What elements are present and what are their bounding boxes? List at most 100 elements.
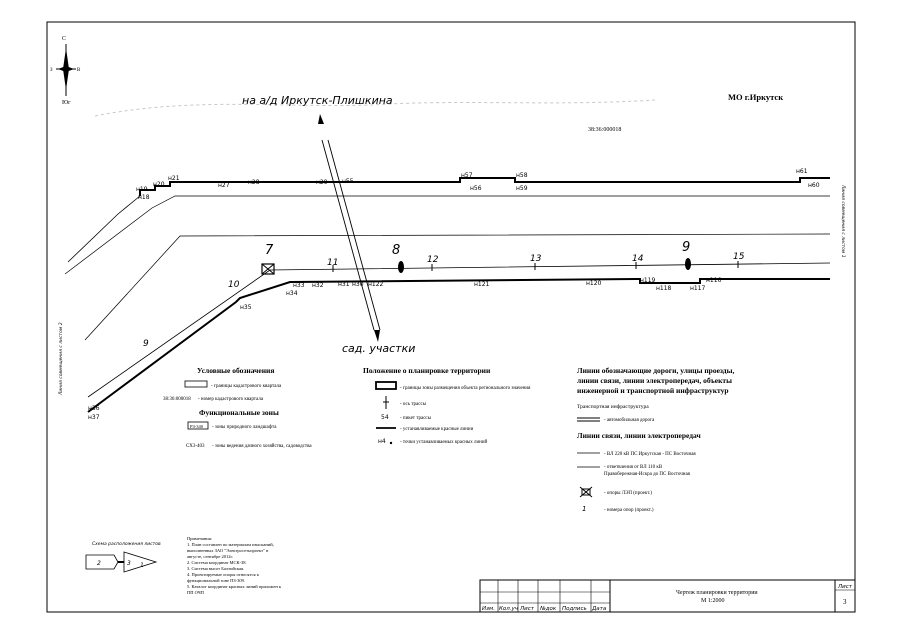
point-label: н35 xyxy=(240,304,252,311)
point-label: н55 xyxy=(342,178,354,185)
side-label-right: Линия совмещения с листом 1 xyxy=(840,184,846,258)
sheet-scheme: Схема расположения листов 2 3 1 xyxy=(85,541,161,573)
zones-title: Функциональные зоны xyxy=(199,408,279,417)
zone-code: СХ3-403 xyxy=(186,444,205,449)
notes: Примечания: 1. План составлен по материа… xyxy=(187,536,282,595)
point-label: н28 xyxy=(248,179,260,186)
legend-title: Линии обозначающие дороги, улицы проезды… xyxy=(577,366,736,395)
axis-line xyxy=(87,262,831,398)
legend-item: - номера опор (проект.) xyxy=(604,508,654,513)
point-label: н20 xyxy=(153,181,165,188)
point-label: н117 xyxy=(690,285,706,292)
zone-text: - зоны ведения дачного хозяйства, садово… xyxy=(212,444,312,449)
point-label: н120 xyxy=(586,280,602,287)
stamp-header: №док xyxy=(539,606,557,612)
compass-s: Юг xyxy=(62,100,71,106)
legend-title: Условные обозначения xyxy=(197,366,274,375)
road-label: на а/д Иркутск-Плишкина xyxy=(242,94,393,107)
legend-item: - точки устанавливаемых красных линий xyxy=(400,440,488,445)
point-label: н27 xyxy=(218,182,230,189)
legend-mid: Положение о планировке территории - гран… xyxy=(363,366,531,445)
drawing-frame xyxy=(46,21,856,613)
boundary-upper xyxy=(64,195,830,275)
picket-label: 13 xyxy=(530,254,542,264)
compass-e: В xyxy=(77,68,81,73)
legend-item: - пикет трассы xyxy=(400,416,432,421)
legend-left: Условные обозначения - границы кадастров… xyxy=(163,366,312,449)
pole-legend-icon xyxy=(579,486,593,498)
legend-item: - границы кадастрового квартала xyxy=(211,384,282,389)
point-label: н37 xyxy=(88,414,100,421)
pole-number: 7 xyxy=(265,243,274,258)
point-label: н61 xyxy=(796,168,808,175)
legend-item: - опоры ЛЭП (проект.) xyxy=(604,491,652,496)
dacha-label: сад. участки xyxy=(342,342,415,355)
map-title: МО г.Иркутск xyxy=(728,92,783,102)
picket-label: 11 xyxy=(327,258,338,268)
legend-item: - ось трассы xyxy=(400,402,427,407)
power-line-a xyxy=(321,139,375,331)
point-label: н116 xyxy=(706,277,722,284)
stamp-title: Чертеж планировки территории xyxy=(676,590,758,596)
pole-icon xyxy=(261,263,275,275)
legend-item: - автомобильная дорога xyxy=(604,418,655,423)
pole-number: 9 xyxy=(682,240,690,255)
stamp-header: Кол.уч xyxy=(499,606,519,612)
point-label: н122 xyxy=(368,281,384,288)
picket-label: 15 xyxy=(733,252,745,262)
legend-code: н4 xyxy=(378,438,386,445)
stamp-scale: М 1:2000 xyxy=(701,598,725,604)
legend-title: Положение о планировке территории xyxy=(363,366,491,375)
title-block: Изм. Кол.уч Лист №док Подпись Дата Черте… xyxy=(479,579,856,613)
left-edge-line xyxy=(67,195,141,263)
point-label: н29 xyxy=(316,179,328,186)
legend-item: - устанавливаемые красные линии xyxy=(400,427,474,432)
point-label: н21 xyxy=(168,175,180,182)
legend-item: - ВЛ 220 кВ ПС Иркутская - ПС Восточная xyxy=(604,452,696,457)
point-label: н30 xyxy=(352,281,364,288)
point-label: н34 xyxy=(286,290,298,297)
point-label: н31 xyxy=(338,281,350,288)
red-line-lower xyxy=(87,277,830,413)
cadastral-label: 38:36:000018 xyxy=(588,127,621,133)
scheme-sheet: 1 xyxy=(140,562,144,569)
compass-n: С xyxy=(62,36,66,42)
power-line-b xyxy=(327,139,381,331)
point-label: н118 xyxy=(656,285,672,292)
boundary-lower xyxy=(84,233,831,341)
stamp-header: Дата xyxy=(591,606,607,612)
pole-icon xyxy=(398,261,404,273)
legend-item: 38:36:000018 xyxy=(163,397,191,402)
scheme-sheet: 2 xyxy=(97,560,101,567)
stamp-header: Изм. xyxy=(482,606,495,612)
point-label: н59 xyxy=(516,185,528,192)
point-label: н36 xyxy=(88,405,100,412)
point-label: н119 xyxy=(640,277,656,284)
legend-right: Линии обозначающие дороги, улицы проезды… xyxy=(577,366,736,513)
point-label: н33 xyxy=(293,282,305,289)
point-label: н32 xyxy=(312,282,324,289)
stamp-header: Подпись xyxy=(562,606,587,612)
arrow-north-icon xyxy=(318,114,324,124)
compass-w: З xyxy=(50,68,53,73)
point-label: н19 xyxy=(136,186,148,193)
picket-label: 9 xyxy=(143,339,149,349)
point-label: н57 xyxy=(461,172,473,179)
red-line-upper xyxy=(139,177,830,196)
picket-label: 12 xyxy=(427,255,439,265)
point-label: н58 xyxy=(516,172,528,179)
faint-road-line xyxy=(94,99,656,117)
pole-number: 8 xyxy=(392,243,400,258)
legend-item: - границы зоны размещения объекта регион… xyxy=(400,386,531,391)
point-label: н18 xyxy=(138,194,150,201)
picket-label: 10 xyxy=(228,280,240,290)
scheme-sheet: 3 xyxy=(127,560,131,567)
zone-text: - зоны природного ландшафта xyxy=(212,425,277,430)
arrow-south-icon xyxy=(374,330,380,342)
point-label: н121 xyxy=(474,281,490,288)
scheme-title: Схема расположения листов xyxy=(92,541,161,547)
legend-code: 1 xyxy=(582,505,586,513)
stamp-header: Лист xyxy=(519,606,535,612)
point-label: н56 xyxy=(470,185,482,192)
